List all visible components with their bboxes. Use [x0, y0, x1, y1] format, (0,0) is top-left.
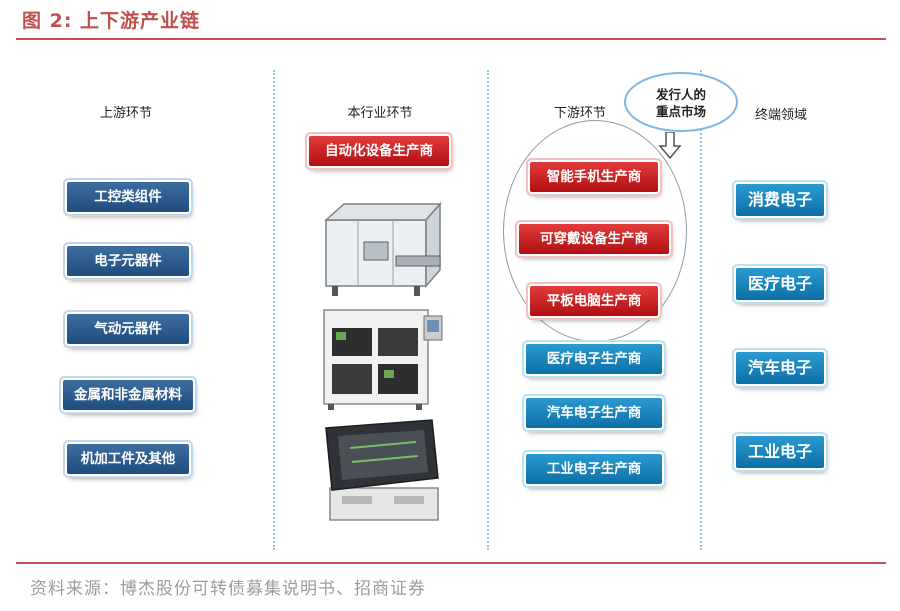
column-separator [273, 70, 275, 550]
industry-header: 本行业环节 [347, 106, 413, 121]
downstream-item-industrial: 工业电子生产商 [526, 454, 662, 484]
terminal-header: 终端领域 [754, 108, 808, 123]
terminal-item-industrial-electronics: 工业电子 [736, 436, 824, 468]
automation-machine-image-3 [325, 419, 439, 521]
focus-market-oval [503, 120, 687, 342]
downstream-item-automotive: 汽车电子生产商 [526, 398, 662, 428]
upstream-item-materials: 金属和非金属材料 [63, 380, 193, 410]
footer-rule [16, 562, 886, 564]
terminal-item-consumer-electronics: 消费电子 [736, 184, 824, 216]
focus-market-callout: 发行人的 重点市场 [624, 72, 738, 132]
terminal-item-medical-electronics: 医疗电子 [736, 268, 824, 300]
title-rule [16, 38, 886, 40]
upstream-item-electronic-components: 电子元器件 [67, 246, 189, 276]
callout-line-2: 重点市场 [655, 104, 706, 119]
column-separator [487, 70, 489, 550]
source-note: 资料来源：博杰股份可转债募集说明书、招商证券 [30, 579, 426, 599]
callout-arrow-icon [658, 132, 682, 160]
column-separator [700, 70, 702, 550]
upstream-header: 上游环节 [99, 106, 153, 121]
automation-machine-image-1 [324, 202, 442, 296]
terminal-item-automotive-electronics: 汽车电子 [736, 352, 824, 384]
downstream-focus-tablet: 平板电脑生产商 [530, 286, 658, 316]
industry-item-automation-maker: 自动化设备生产商 [309, 136, 449, 166]
upstream-item-industrial-control: 工控类组件 [67, 182, 189, 212]
automation-machine-image-2 [323, 309, 443, 410]
upstream-item-machined-parts: 机加工件及其他 [67, 444, 189, 474]
figure-title: 图 2: 上下游产业链 [22, 10, 201, 32]
callout-line-1: 发行人的 [655, 87, 706, 102]
downstream-header: 下游环节 [553, 106, 607, 121]
downstream-focus-smartphone: 智能手机生产商 [530, 162, 658, 192]
downstream-focus-wearable: 可穿戴设备生产商 [519, 224, 669, 254]
upstream-item-pneumatic-components: 气动元器件 [67, 314, 189, 344]
downstream-item-medical: 医疗电子生产商 [526, 344, 662, 374]
